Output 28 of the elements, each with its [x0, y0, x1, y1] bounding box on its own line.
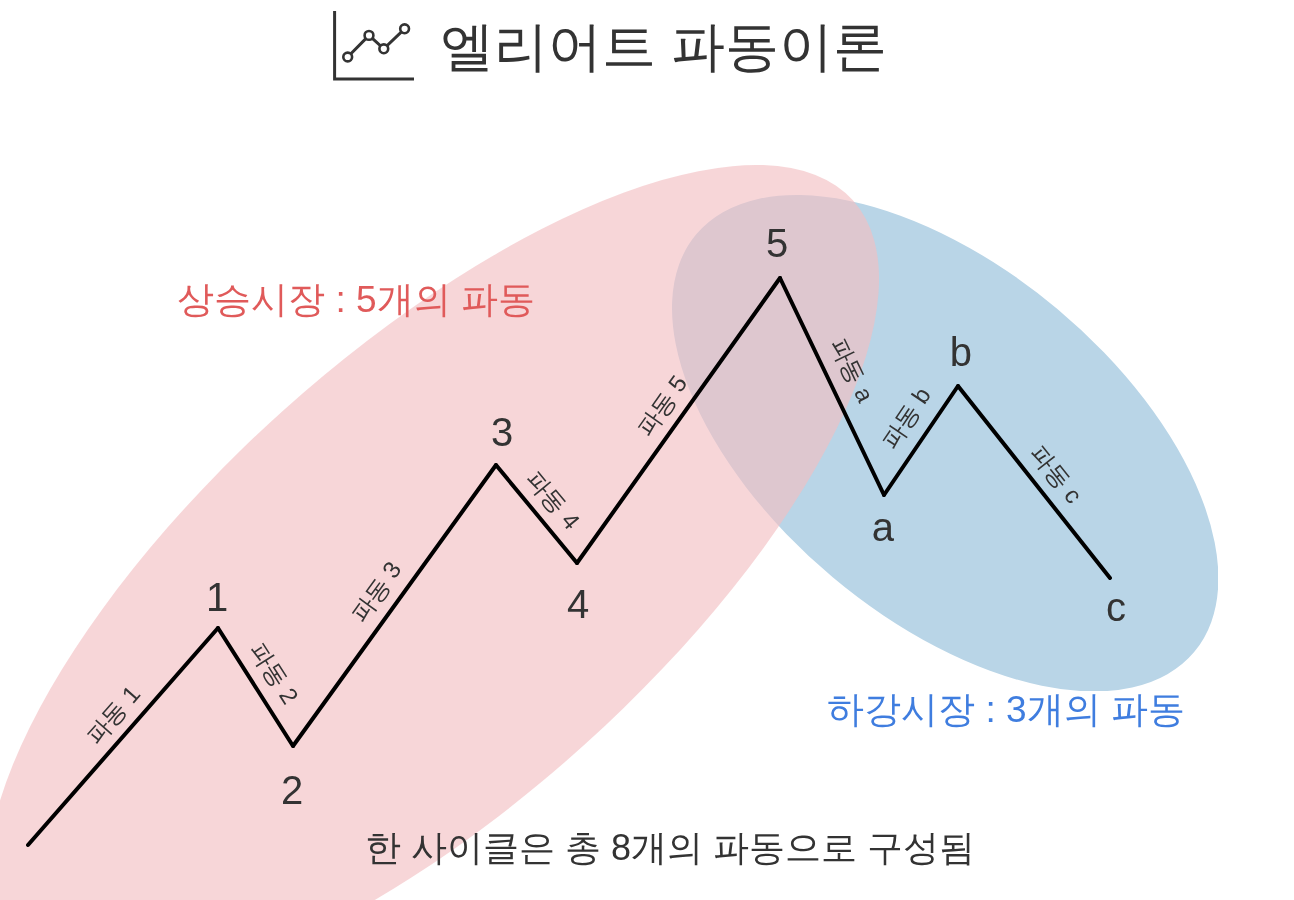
point-label: 2	[280, 746, 304, 810]
line-segment	[216, 626, 295, 748]
point-label: c	[1100, 578, 1126, 627]
title: 엘리어트 파동이론	[440, 19, 888, 73]
edge-label: 파동 4	[522, 466, 584, 534]
point-label: 5	[765, 223, 790, 278]
edge-label: 파동 5	[632, 371, 692, 441]
line-segment	[778, 276, 886, 497]
edge-label: 파동 3	[346, 557, 406, 627]
point-label: 1	[205, 577, 229, 628]
edge-label: 파동 c	[1025, 440, 1087, 508]
line-segment	[494, 463, 579, 565]
line-segment	[575, 276, 782, 565]
region-label: 하강시장 : 3개의 파동	[827, 691, 1185, 729]
region-label: 상승시장 : 5개의 파동	[177, 281, 535, 319]
point-label: a	[871, 495, 895, 547]
point-label: 4	[566, 563, 590, 624]
point-label: 3	[486, 412, 514, 465]
edge-label: 파동 1	[81, 681, 145, 749]
line-segment	[26, 626, 220, 847]
edge-label: 파동 2	[245, 637, 303, 709]
edge-label: 파동 b	[876, 383, 936, 453]
line-segment	[882, 384, 960, 497]
edge-label: 파동 a	[826, 334, 878, 406]
caption: 한 사이클은 총 8개의 파동으로 구성됨	[365, 830, 975, 866]
line-segment	[291, 463, 498, 748]
point-label: b	[948, 332, 973, 386]
line-segment	[956, 384, 1112, 580]
